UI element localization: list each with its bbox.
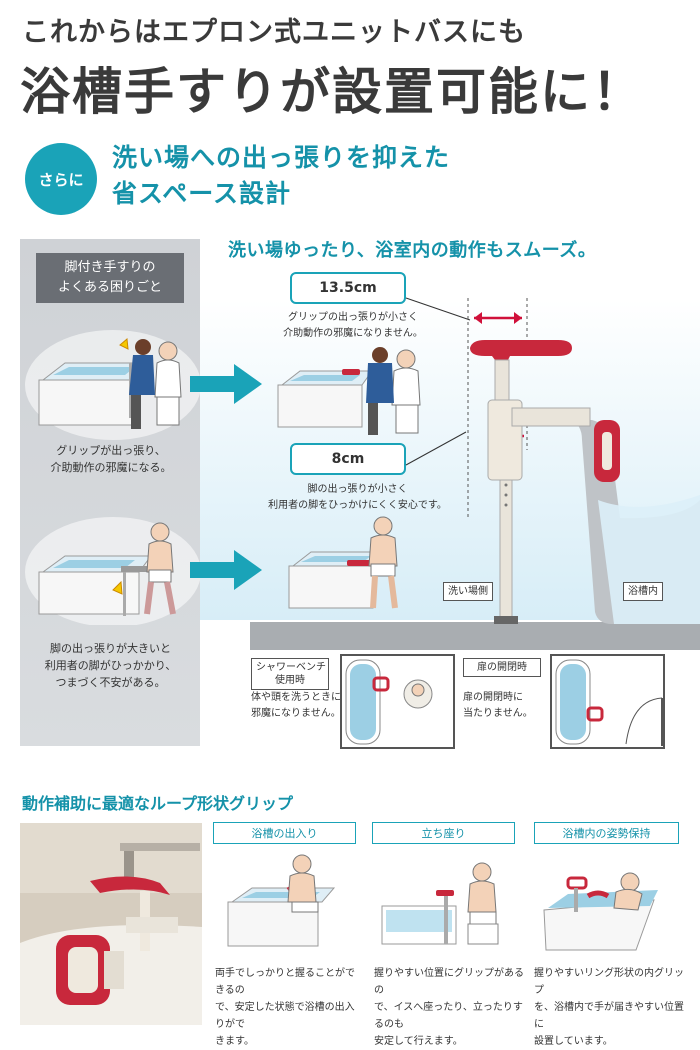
caption-line: 利用者の脚がひっかかり、	[44, 659, 177, 672]
caption-line: グリップが出っ張り、	[56, 444, 166, 457]
problem-title-line-1: 脚付き手すりの	[64, 260, 156, 275]
door-caption: 扉の開閉時に 当たりません。	[463, 690, 533, 722]
solution-illustration-user	[288, 516, 398, 609]
label-bathtub-inside: 浴槽内	[623, 582, 663, 601]
grip-box-2-label: 立ち座り	[372, 822, 515, 844]
problem-illustration-leg	[25, 517, 200, 625]
solution-illustration-caregiver	[277, 347, 421, 435]
problem-case-2-caption: 脚の出っ張りが大きいと 利用者の脚がひっかかり、 つまづく不安がある。	[28, 640, 193, 691]
sarani-badge: さらに	[25, 143, 97, 215]
shower-caption: 体や頭を洗うときにも 邪魔になりません。	[251, 690, 351, 722]
handrail-cross-section-illustration	[250, 297, 700, 650]
desc-line: きます。	[215, 1036, 254, 1047]
dimension-13-5cm-label: 13.5cm	[290, 272, 406, 304]
caption-line: 邪魔になりません。	[251, 708, 341, 719]
caption-line: 脚の出っ張りが小さく	[307, 484, 408, 495]
problem-case-1-caption: グリップが出っ張り、 介助動作の邪魔になる。	[30, 442, 192, 476]
caption-line: 当たりません。	[463, 708, 533, 719]
plan-view-shower-bench	[340, 654, 455, 749]
dimension-1-caption: グリップの出っ張りが小さく 介助動作の邪魔になりません。	[278, 310, 428, 342]
arrow-right-icon	[190, 364, 262, 404]
label-line: 使用時	[275, 675, 305, 686]
dimension-8cm-label: 8cm	[290, 443, 406, 475]
caption-line: 扉の開閉時に	[463, 692, 523, 703]
arrow-right-icon	[190, 550, 262, 590]
caption-line: つまづく不安がある。	[55, 676, 166, 689]
caption-line: 利用者の脚をひっかけにくく安心です。	[268, 500, 447, 511]
problem-title-line-2: よくある困りごと	[57, 280, 162, 295]
sub-headline: 洗い場への出っ張りを抑えた 省スペース設計	[112, 140, 450, 212]
desc-line: 安定して行えます。	[374, 1036, 463, 1047]
desc-line: 設置しています。	[534, 1036, 613, 1047]
grip-box-3-label: 浴槽内の姿勢保持	[534, 822, 679, 844]
grip-box-2-description: 握りやすい位置にグリップがあるの で、イスへ座ったり、立ったりするのも 安定して…	[374, 965, 524, 1050]
caption-line: 体や頭を洗うときにも	[251, 692, 351, 703]
grip-illustration-sit-stand	[381, 862, 499, 945]
problem-panel	[20, 239, 200, 746]
sub-headline-line-2: 省スペース設計	[112, 179, 292, 208]
desc-line: を、浴槽内で手が届きやすい位置に	[534, 1002, 684, 1030]
label-door-open: 扉の開閉時	[463, 658, 541, 677]
label-washing-area: 洗い場側	[443, 582, 493, 601]
caption-line: グリップの出っ張りが小さく	[288, 312, 418, 323]
caption-line: 介助動作の邪魔になりません。	[283, 328, 423, 339]
problem-title: 脚付き手すりの よくある困りごと	[36, 253, 184, 303]
sub-headline-line-1: 洗い場への出っ張りを抑えた	[112, 143, 451, 172]
grip-box-1-label: 浴槽の出入り	[213, 822, 356, 844]
solution-tagline: 洗い場ゆったり、浴室内の動作もスムーズ。	[228, 240, 597, 261]
dimension-2-caption: 脚の出っ張りが小さく 利用者の脚をひっかけにくく安心です。	[255, 482, 460, 514]
desc-line: 握りやすいリング形状の内グリップ	[534, 968, 684, 996]
caption-line: 脚の出っ張りが大きいと	[50, 642, 171, 655]
headline-top: これからはエプロン式ユニットバスにも	[22, 17, 526, 48]
label-shower-bench: シャワーベンチ 使用時	[251, 658, 329, 690]
desc-line: で、イスへ座ったり、立ったりするのも	[374, 1002, 523, 1030]
label-line: シャワーベンチ	[256, 662, 326, 673]
grip-section-title: 動作補助に最適なループ形状グリップ	[22, 794, 294, 813]
grip-box-3-description: 握りやすいリング形状の内グリップ を、浴槽内で手が届きやすい位置に 設置していま…	[534, 965, 684, 1050]
desc-line: 両手でしっかりと握ることができるの	[215, 968, 355, 996]
problem-illustration-grip	[25, 330, 200, 440]
plan-view-door	[550, 654, 665, 749]
caption-line: 介助動作の邪魔になる。	[50, 461, 172, 474]
grip-box-1-description: 両手でしっかりと握ることができるの で、安定した状態で浴槽の出入りがで きます。	[215, 965, 360, 1050]
desc-line: 握りやすい位置にグリップがあるの	[374, 968, 524, 996]
headline-main: 浴槽手すりが設置可能に！	[20, 63, 644, 121]
desc-line: で、安定した状態で浴槽の出入りがで	[215, 1002, 355, 1030]
product-photo	[20, 823, 202, 1025]
grip-illustration-posture	[543, 872, 658, 951]
grip-illustration-bathtub-entry	[227, 854, 336, 947]
